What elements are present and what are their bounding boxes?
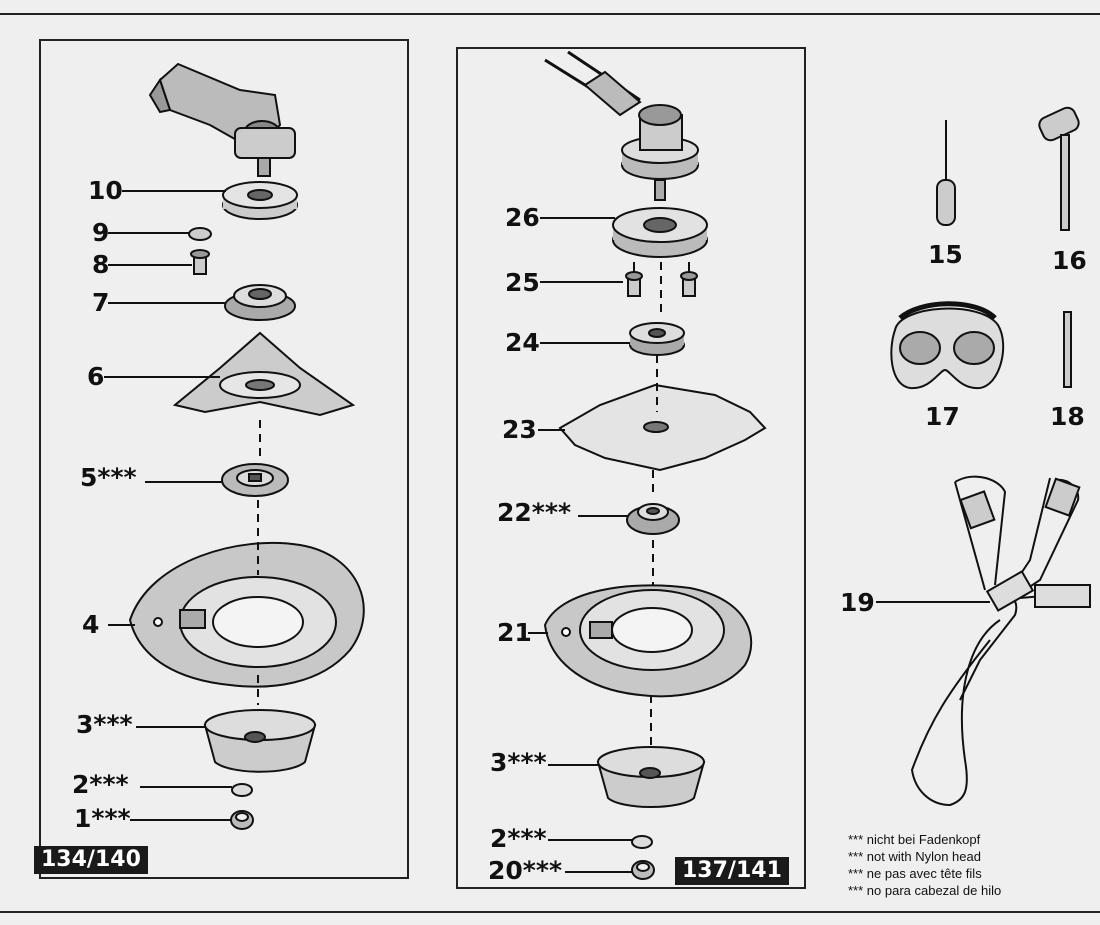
label-part-3-middle: 3***: [490, 748, 547, 777]
footnote-es: *** no para cabezal de hilo: [848, 883, 1002, 898]
part-19-harness: [910, 475, 1091, 807]
part-24-hub: [629, 322, 685, 356]
label-part-9: 9: [92, 218, 110, 247]
left-leader-lines: [104, 190, 232, 821]
label-part-6: 6: [87, 362, 105, 391]
label-part-16: 16: [1052, 246, 1087, 275]
label-part-17: 17: [925, 402, 960, 431]
label-part-18: 18: [1050, 402, 1085, 431]
label-part-5: 5***: [80, 463, 137, 492]
footnotes: *** nicht bei Fadenkopf *** not with Nyl…: [848, 831, 1001, 899]
part-22-washer: [626, 503, 680, 535]
gear-head-left: [148, 62, 296, 177]
footnote-en: *** not with Nylon head: [848, 849, 981, 864]
model-badge-middle: 137/141: [675, 857, 789, 885]
part-9-washer: [188, 227, 212, 241]
label-part-2-middle: 2***: [490, 824, 547, 853]
label-part-7: 7: [92, 288, 110, 317]
part-6-blade: [172, 331, 356, 417]
part-3-cup: [203, 709, 317, 773]
part-8-bolt: [190, 249, 210, 275]
part-4-guard: [128, 541, 365, 688]
part-23-saw-blade: [558, 383, 767, 472]
label-part-2: 2***: [72, 770, 129, 799]
label-part-25: 25: [505, 268, 540, 297]
part-2-washer-left: [231, 783, 253, 797]
middle-panel-frame: [456, 47, 806, 889]
model-badge-left: 134/140: [34, 846, 148, 874]
part-3-cup-middle: [596, 746, 706, 808]
label-part-1: 1***: [74, 804, 131, 833]
label-part-24: 24: [505, 328, 540, 357]
part-15-screwdriver: [936, 120, 956, 226]
part-5-washer: [221, 463, 289, 497]
middle-axis-lines: [633, 262, 690, 745]
label-part-4: 4: [82, 610, 100, 639]
part-26-flange: [612, 207, 708, 258]
part-2-washer-middle: [631, 835, 653, 849]
label-part-10: 10: [88, 176, 123, 205]
gear-head-middle: [544, 50, 699, 201]
part-10-flange: [222, 181, 298, 220]
part-7-pressure-plate: [224, 284, 296, 321]
footnote-de: *** nicht bei Fadenkopf: [848, 832, 981, 847]
label-part-15: 15: [928, 240, 963, 269]
label-part-3: 3***: [76, 710, 133, 739]
label-part-21: 21: [497, 618, 532, 647]
label-part-20: 20***: [488, 856, 563, 885]
part-20-nut: [631, 860, 655, 880]
part-1-nut: [230, 810, 254, 830]
label-part-8: 8: [92, 250, 110, 279]
label-part-19: 19: [840, 588, 875, 617]
part-16-socket-wrench: [1038, 106, 1080, 231]
left-panel-frame: [39, 39, 409, 879]
label-part-23: 23: [502, 415, 537, 444]
part-17-goggles: [890, 301, 1005, 390]
part-18-pin: [1063, 311, 1072, 388]
footnote-fr: *** ne pas avec tête fils: [848, 866, 982, 881]
label-part-22: 22***: [497, 498, 572, 527]
part-21-guard: [543, 584, 753, 698]
label-part-26: 26: [505, 203, 540, 232]
middle-leader-lines: [528, 217, 632, 873]
